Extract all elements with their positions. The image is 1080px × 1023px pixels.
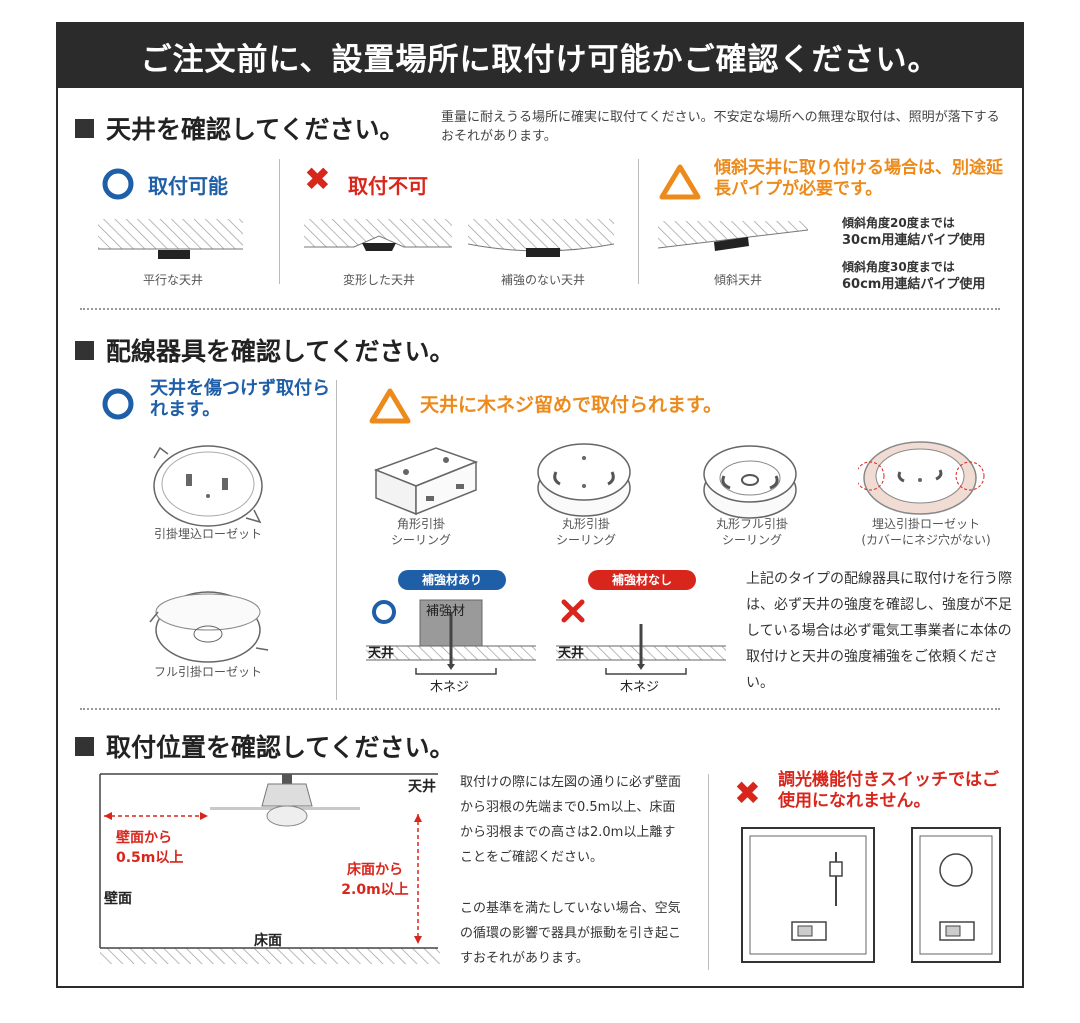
embedded-ceiling-rosette-illustration (858, 441, 985, 515)
unreinforced-ceiling-label: 補強のない天井 (500, 273, 585, 287)
reinforcement-material-label: 補強材 (426, 604, 466, 619)
sloped-ceiling-illustration (658, 221, 809, 251)
round-full-ceiling-label: 丸形フル引掛シーリング (715, 517, 788, 547)
slope20-note: 傾斜角度20度までは 30cm用連結パイプ使用 (842, 216, 986, 248)
wiring-section-title: 配線器具を確認してください。 (75, 332, 455, 368)
unreinforced-ceiling-illustration (468, 219, 615, 257)
flat-ceiling-illustration (98, 219, 243, 259)
dimmer-slide-switch-illustration (741, 827, 875, 963)
header-banner: ご注文前に、設置場所に取付け可能かご確認ください。 (58, 24, 1022, 88)
flat-ceiling-label: 平行な天井 (142, 273, 203, 287)
ok-wiring-heading: 天井を傷つけず取付られます。 (150, 378, 330, 420)
dimmer-knob-switch-illustration (911, 827, 1001, 963)
ok-label: 取付可能 (148, 174, 228, 198)
ok-circle-icon (102, 168, 134, 200)
embedded-rosette-label: 引掛埋込ローゼット (153, 527, 262, 541)
square-ceiling-illustration (373, 447, 479, 516)
round-full-ceiling-illustration (703, 445, 797, 519)
diagram-ceiling-label: 天井 (408, 779, 436, 795)
full-rosette-label: フル引掛ローゼット (153, 665, 262, 679)
slope-ceiling-label: 傾斜天井 (713, 273, 762, 287)
deformed-ceiling-illustration (304, 219, 452, 251)
diagram-floor-label: 床面 (254, 933, 282, 949)
warning-triangle-icon (659, 164, 701, 200)
slope-heading: 傾斜天井に取り付ける場合は、別途延長パイプが必要です。 (714, 158, 1003, 199)
deformed-ceiling-label: 変形した天井 (342, 273, 415, 287)
screw-label: 木ネジ (430, 680, 470, 695)
embedded-rosette-illustration (153, 445, 263, 527)
divider (336, 380, 337, 700)
wiring-caution-text: 上記のタイプの配線器具に取付けを行う際は、必ず天井の強度を確認し、強度が不足して… (746, 571, 1012, 691)
square-bullet-icon (75, 340, 94, 360)
position-text-1: 取付けの際には左図の通りに必ず壁面から羽根の先端まで0.5m以上、床面から羽根ま… (460, 775, 682, 865)
screw-label: 木ネジ (620, 680, 660, 695)
floor-distance-label: 床面から 2.0m以上 (341, 862, 409, 898)
square-bullet-icon (75, 736, 94, 756)
reinforced-ceiling-diagram (366, 599, 536, 675)
ok-circle-icon (102, 388, 134, 420)
unreinforced-ceiling-diagram (556, 599, 726, 675)
full-rosette-illustration (149, 591, 269, 663)
round-ceiling-illustration (537, 443, 631, 517)
square-ceiling-label: 角形引掛シーリング (390, 517, 451, 547)
divider (708, 774, 709, 970)
divider (279, 159, 280, 284)
round-ceiling-label: 丸形引掛シーリング (555, 517, 616, 547)
unreinforced-badge: 補強材なし (588, 570, 696, 590)
divider (638, 159, 639, 284)
installation-position-diagram (99, 773, 440, 964)
reinforced-badge: 補強材あり (398, 570, 506, 590)
ng-cross-icon: ✖ (734, 774, 761, 812)
ng-label: 取付不可 (348, 174, 428, 198)
info-frame: ご注文前に、設置場所に取付け可能かご確認ください。 天井を確認してください。 重… (56, 22, 1024, 988)
position-section-title: 取付位置を確認してください。 (75, 728, 455, 764)
ceiling-note: 重量に耐えうる場所に確実に取付てください。不安定な場所への無理な取付は、照明が落… (441, 110, 1000, 144)
dimmer-warning: 調光機能付きスイッチではご使用になれません。 (778, 770, 999, 811)
section-separator (80, 308, 1000, 310)
embedded-ceiling-rosette-label: 埋込引掛ローゼット(カバーにネジ穴がない) (861, 517, 991, 547)
diagram-wall-label: 壁面 (104, 891, 132, 907)
position-text-2: この基準を満たしていない場合、空気の循環の影響で器具が振動を引き起こすおそれがあ… (460, 901, 682, 966)
ceiling-label: 天井 (558, 646, 585, 661)
tri-wiring-heading: 天井に木ネジ留めで取付られます。 (420, 394, 723, 416)
square-bullet-icon (75, 118, 94, 138)
section-separator (80, 708, 1000, 710)
wall-distance-label: 壁面から 0.5m以上 (116, 830, 184, 866)
ng-cross-icon: ✖ (304, 160, 331, 198)
ceiling-section-title: 天井を確認してください。 (75, 110, 405, 146)
warning-triangle-icon (369, 388, 411, 424)
slope30-note: 傾斜角度30度までは 60cm用連結パイプ使用 (842, 260, 986, 292)
ceiling-label: 天井 (368, 646, 395, 661)
